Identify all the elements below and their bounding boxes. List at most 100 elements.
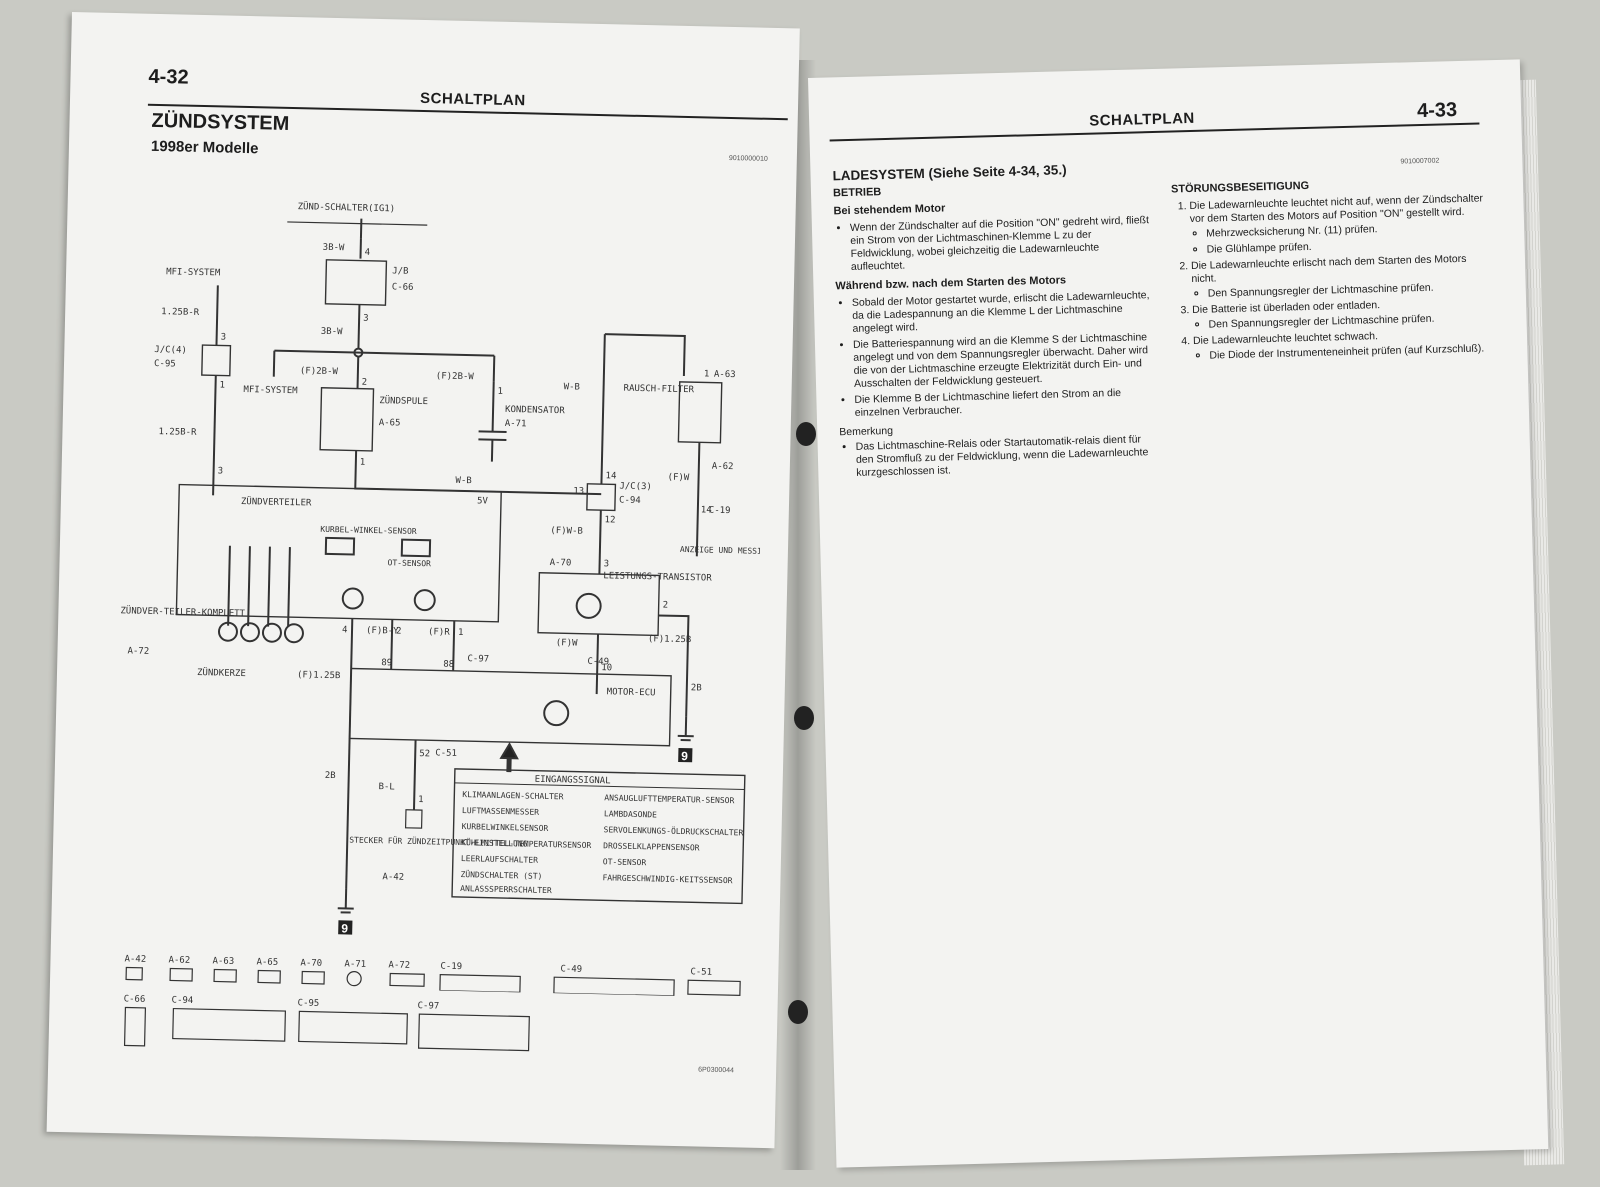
wire-label: (F)R bbox=[428, 627, 450, 638]
troubleshooting-list: Die Ladewarnleuchte leuchtet nicht auf, … bbox=[1171, 192, 1495, 363]
input-signal-item: OT-SENSOR bbox=[603, 857, 647, 867]
left-page: 4-32 SCHALTPLAN ZÜNDSYSTEM 1998er Modell… bbox=[46, 12, 800, 1149]
input-signal-item: KÜHLMITTEL-TEMPERATURSENSOR bbox=[461, 837, 591, 850]
input-signal-item: LAMBDASONDE bbox=[604, 809, 657, 819]
spark-plugs-label: ZÜNDKERZE bbox=[197, 667, 246, 679]
pin-number: 4 bbox=[342, 625, 348, 635]
wire-label: (F)2B-W bbox=[436, 371, 475, 382]
list-item: Wenn der Zündschalter auf die Position "… bbox=[850, 214, 1155, 274]
input-signal-item: LUFTMASSENMESSER bbox=[462, 806, 539, 817]
pin-number: 89 bbox=[381, 658, 392, 668]
input-signal-item: KURBELWINKELSENSOR bbox=[462, 822, 549, 833]
connector-id: A-71 bbox=[344, 959, 366, 969]
charging-system-column: LADESYSTEM (Siehe Seite 4-34, 35.) BETRI… bbox=[832, 161, 1160, 486]
pin-number: 1 bbox=[360, 458, 366, 468]
list-item: Die Ladewarnleuchte leuchtet schwach. Di… bbox=[1193, 327, 1496, 363]
symptom-text: Die Ladewarnleuchte leuchtet schwach. bbox=[1192, 330, 1379, 348]
input-signal-item: KLIMAANLAGEN-SCHALTER bbox=[462, 790, 564, 801]
input-signal-item: SERVOLENKUNGS-ÖLDRUCKSCHALTER bbox=[603, 824, 743, 837]
input-signal-title: EINGANGSSIGNAL bbox=[535, 775, 611, 787]
power-transistor-label: LEISTUNGS-TRANSISTOR bbox=[603, 571, 712, 583]
jb-label: J/B bbox=[392, 266, 408, 276]
mfi-system-label: MFI-SYSTEM bbox=[166, 267, 221, 278]
wire-label: 2B bbox=[325, 771, 336, 781]
connector-id: C-95 bbox=[297, 998, 319, 1008]
pin-number: 1 bbox=[418, 795, 424, 805]
wire-label: W-B bbox=[455, 476, 471, 486]
wire-label: (F)W-B bbox=[550, 526, 583, 537]
wire-label: (F)W bbox=[667, 473, 689, 484]
ignition-switch-label: ZÜND-SCHALTER(IG1) bbox=[298, 201, 396, 214]
pin-number: 13 bbox=[573, 486, 584, 496]
pin-number: 12 bbox=[604, 515, 615, 525]
connector-id: A-42 bbox=[124, 954, 146, 964]
pin-number: 10 bbox=[601, 663, 612, 673]
page-header: SCHALTPLAN bbox=[1089, 109, 1195, 130]
running-list: Sobald der Motor gestartet wurde, erlisc… bbox=[836, 289, 1159, 420]
jc4-label: J/C(4) bbox=[154, 345, 187, 356]
c66-label: C-66 bbox=[392, 282, 414, 292]
timing-connector-label: STECKER FÜR ZÜNDZEITPUNKT-EINSTELLUNG bbox=[349, 835, 528, 849]
wire-label: W-B bbox=[563, 382, 579, 392]
list-item: Die Batterie ist überladen oder entladen… bbox=[1192, 296, 1495, 332]
a42-label: A-42 bbox=[382, 872, 404, 882]
punch-hole bbox=[788, 1000, 808, 1024]
wire-label: (F)1.25B bbox=[297, 670, 341, 681]
pin-number: 1 bbox=[497, 387, 503, 397]
list-item: Sobald der Motor gestartet wurde, erlisc… bbox=[852, 289, 1157, 336]
connector-id: C-66 bbox=[123, 994, 145, 1004]
wire-label: B-L bbox=[378, 782, 394, 792]
wire-label: (F)W bbox=[556, 638, 578, 649]
pin-number: 3 bbox=[218, 466, 224, 476]
pin-number: 3 bbox=[363, 314, 369, 324]
a63-label: A-63 bbox=[714, 370, 736, 380]
pin-number: 14 bbox=[701, 505, 712, 515]
symptom-text: Die Ladewarnleuchte leuchtet nicht auf, … bbox=[1189, 192, 1484, 226]
connector-id: C-97 bbox=[417, 1001, 439, 1011]
connector-id: A-70 bbox=[300, 958, 322, 968]
right-page: SCHALTPLAN 4-33 9010007002 LADESYSTEM (S… bbox=[808, 59, 1549, 1168]
list-item: Das Lichtmaschine-Relais oder Startautom… bbox=[856, 433, 1161, 480]
input-signal-list-left: KLIMAANLAGEN-SCHALTER LUFTMASSENMESSER K… bbox=[460, 790, 591, 895]
wire-label: 3B-W bbox=[321, 327, 343, 338]
tdc-sensor-label: OT-SENSOR bbox=[387, 558, 431, 568]
pin-number: 88 bbox=[443, 660, 454, 670]
distributor-assy-label: ZÜNDVER-TEILER-KOMPLETT bbox=[120, 605, 245, 619]
pin-number: 1 bbox=[458, 628, 464, 638]
connector-id: C-51 bbox=[690, 967, 712, 977]
c49-label: C-49 bbox=[587, 657, 609, 667]
input-signal-item: DROSSELKLAPPENSENSOR bbox=[603, 841, 700, 852]
connector-id: C-94 bbox=[171, 996, 193, 1006]
connector-id: A-72 bbox=[388, 960, 410, 970]
connector-id: A-65 bbox=[256, 957, 278, 967]
pin-number: 14 bbox=[605, 471, 616, 481]
input-signal-item: LEERLAUFSCHALTER bbox=[461, 854, 538, 865]
distributor-label: ZÜNDVERTEILER bbox=[241, 496, 312, 509]
punch-hole bbox=[794, 706, 814, 730]
wire-label: 5V bbox=[477, 496, 489, 506]
input-signal-item: ANLASSSPERRSCHALTER bbox=[460, 884, 552, 895]
a62-label: A-62 bbox=[712, 462, 734, 472]
crank-sensor-label: KURBEL-WINKEL-SENSOR bbox=[320, 525, 417, 536]
page-title: ZÜNDSYSTEM bbox=[151, 109, 290, 135]
connector-id: C-49 bbox=[560, 964, 582, 974]
a65-label: A-65 bbox=[379, 418, 401, 428]
doc-code: 9010007002 bbox=[1400, 157, 1440, 166]
wire-label: 3B-W bbox=[323, 243, 345, 254]
input-signal-list-right: ANSAUGLUFTTEMPERATUR-SENSOR LAMBDASONDE … bbox=[602, 793, 743, 885]
gauges-label: ANZEIGE UND MESSINSTRUMENTE bbox=[680, 545, 768, 557]
note-list: Das Lichtmaschine-Relais oder Startautom… bbox=[840, 433, 1161, 480]
c94-label: C-94 bbox=[619, 496, 641, 506]
operation-heading: BETRIEB bbox=[832, 186, 882, 200]
pin-number: 2 bbox=[663, 601, 669, 611]
input-signal-item: FAHRGESCHWINDIG-KEITSSENSOR bbox=[602, 873, 732, 885]
connector-id: A-63 bbox=[212, 956, 234, 966]
wire-label: 1.25B-R bbox=[161, 307, 200, 318]
doc-code: 9010000010 bbox=[728, 154, 768, 163]
wire-label: 1.25B-R bbox=[158, 427, 197, 438]
page-number: 4-32 bbox=[148, 65, 189, 89]
ignition-wiring-diagram: 9 9 ZÜND-SCHALTER(IG1) MFI-SYSTEM J/B C-… bbox=[120, 201, 768, 997]
list-item: Die Klemme B der Lichtmaschine liefert d… bbox=[854, 386, 1159, 420]
section-title: LADESYSTEM (Siehe Seite 4-34, 35.) bbox=[832, 162, 1067, 184]
pin-number: 3 bbox=[221, 332, 227, 342]
